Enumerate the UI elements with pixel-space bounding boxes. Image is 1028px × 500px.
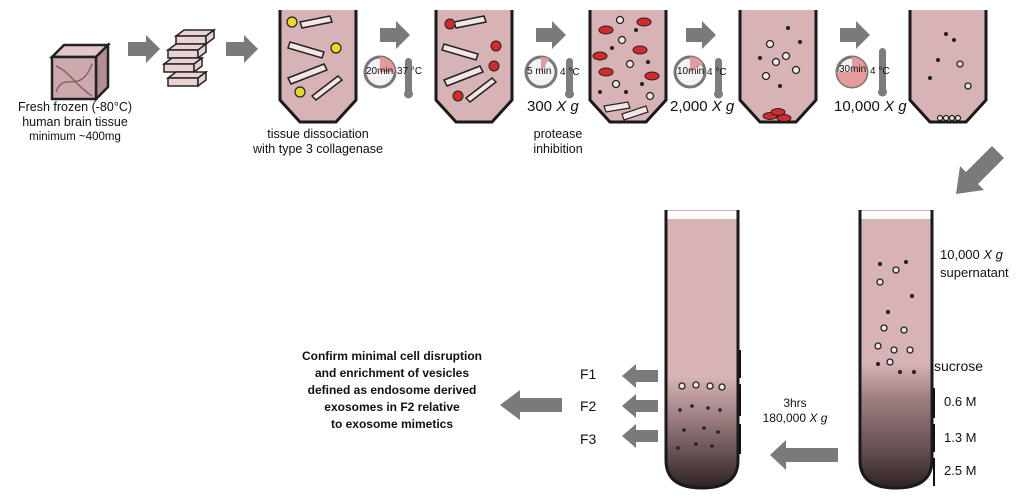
sucrose-gradient-tube	[858, 210, 934, 490]
dissociation-label-line2: with type 3 collagenase	[253, 142, 383, 156]
step1-temp: 37 °C	[397, 66, 423, 77]
pellet-tube	[738, 10, 818, 124]
step4-speed: 10,000 X g	[834, 98, 907, 115]
layer-label-0: 0.6 M	[944, 394, 977, 409]
fraction-label-f3: F3	[580, 431, 597, 447]
gradient-load-text: supernatant	[940, 265, 1009, 280]
arrow-right-icon	[686, 21, 716, 49]
arrow-right-icon	[536, 21, 566, 49]
step2-temp: 4 °C	[560, 67, 580, 78]
timer-icon	[835, 55, 869, 89]
spin-speed: 180,000 X g	[750, 411, 840, 426]
spin-speed-unit: X g	[809, 411, 828, 425]
thermometer-icon	[878, 48, 887, 97]
step3-temp: 4 °C	[707, 67, 727, 78]
protease-label-line2: inhibition	[533, 142, 583, 156]
dissociated-tube	[434, 10, 514, 124]
spin-label: 3hrs 180,000 X g	[750, 396, 840, 426]
tissue-label-line1: Fresh frozen (-80°C)	[17, 100, 133, 114]
gradient-load-label: 10,000 X g supernatant	[940, 246, 1009, 282]
step2-speed-unit: X g	[556, 98, 579, 115]
step4-time: 30min	[839, 64, 867, 75]
fractionated-tube	[664, 210, 740, 490]
tissue-block-icon	[48, 41, 112, 103]
step1-time: 20min	[366, 66, 394, 77]
tissue-slices-icon	[161, 28, 217, 88]
step2-speed: 300 X g	[527, 98, 579, 115]
arrow-left-icon	[622, 424, 658, 448]
timer-icon	[363, 55, 397, 89]
conclusion-line4: exosomes in F2 relative	[324, 400, 460, 414]
timer-icon	[524, 55, 558, 89]
step2-time: 5 min	[527, 66, 552, 77]
arrow-left-icon	[622, 394, 658, 418]
tissue-label-line2: human brain tissue	[22, 115, 128, 129]
arrow-down-left-icon	[956, 146, 1004, 194]
step4-speed-unit: X g	[884, 98, 907, 115]
timer-icon	[673, 55, 707, 89]
dissociation-label: tissue dissociation with type 3 collagen…	[240, 127, 396, 157]
gradient-load-value: 10,000	[940, 247, 980, 262]
arrow-left-icon	[622, 364, 658, 388]
thermometer-icon	[714, 58, 723, 99]
thermometer-icon	[565, 58, 574, 99]
conclusion-text: Confirm minimal cell disruption and enri…	[292, 348, 492, 433]
protease-label: protease inhibition	[516, 127, 600, 157]
fraction-label-f2: F2	[580, 398, 597, 414]
dissociation-label-line1: tissue dissociation	[267, 127, 369, 141]
conclusion-line2: and enrichment of vesicles	[314, 366, 470, 380]
layer-label-1: 1.3 M	[944, 430, 977, 445]
conclusion-line3: defined as endosome derived	[307, 383, 477, 397]
spin-time: 3hrs	[783, 396, 807, 410]
thermometer-icon	[404, 58, 413, 99]
protease-label-line1: protease	[533, 127, 583, 141]
tissue-label: Fresh frozen (-80°C) human brain tissue …	[4, 100, 146, 145]
step4-temp: 4 °C	[870, 66, 890, 77]
step3-speed-unit: X g	[711, 98, 735, 115]
conclusion-line5: to exosome mimetics	[330, 417, 454, 431]
arrow-right-icon	[128, 35, 160, 63]
sucrose-label: sucrose	[934, 358, 984, 374]
cell-suspension-tube	[588, 10, 668, 124]
layer-label-2: 2.5 M	[944, 463, 977, 478]
dissociation-tube	[278, 10, 358, 124]
arrow-left-icon	[770, 440, 838, 470]
spin-speed-value: 180,000	[762, 411, 807, 425]
arrow-left-icon	[500, 390, 562, 420]
step2-speed-value: 300	[527, 98, 553, 115]
step4-speed-value: 10,000	[834, 98, 880, 115]
step3-speed: 2,000 X g	[670, 98, 734, 115]
arrow-right-icon	[226, 35, 258, 63]
vesicle-tube	[908, 10, 988, 124]
conclusion-line1: Confirm minimal cell disruption	[301, 349, 483, 363]
gradient-load-speed: 10,000 X g	[940, 246, 1009, 264]
gradient-load-unit: X g	[983, 247, 1003, 262]
arrow-right-icon	[840, 21, 870, 49]
arrow-right-icon	[380, 21, 410, 49]
tissue-label-line3: minimum ~400mg	[29, 131, 121, 143]
fraction-label-f1: F1	[580, 366, 597, 382]
step3-speed-value: 2,000	[670, 98, 708, 115]
step3-time: 10min	[677, 66, 705, 77]
